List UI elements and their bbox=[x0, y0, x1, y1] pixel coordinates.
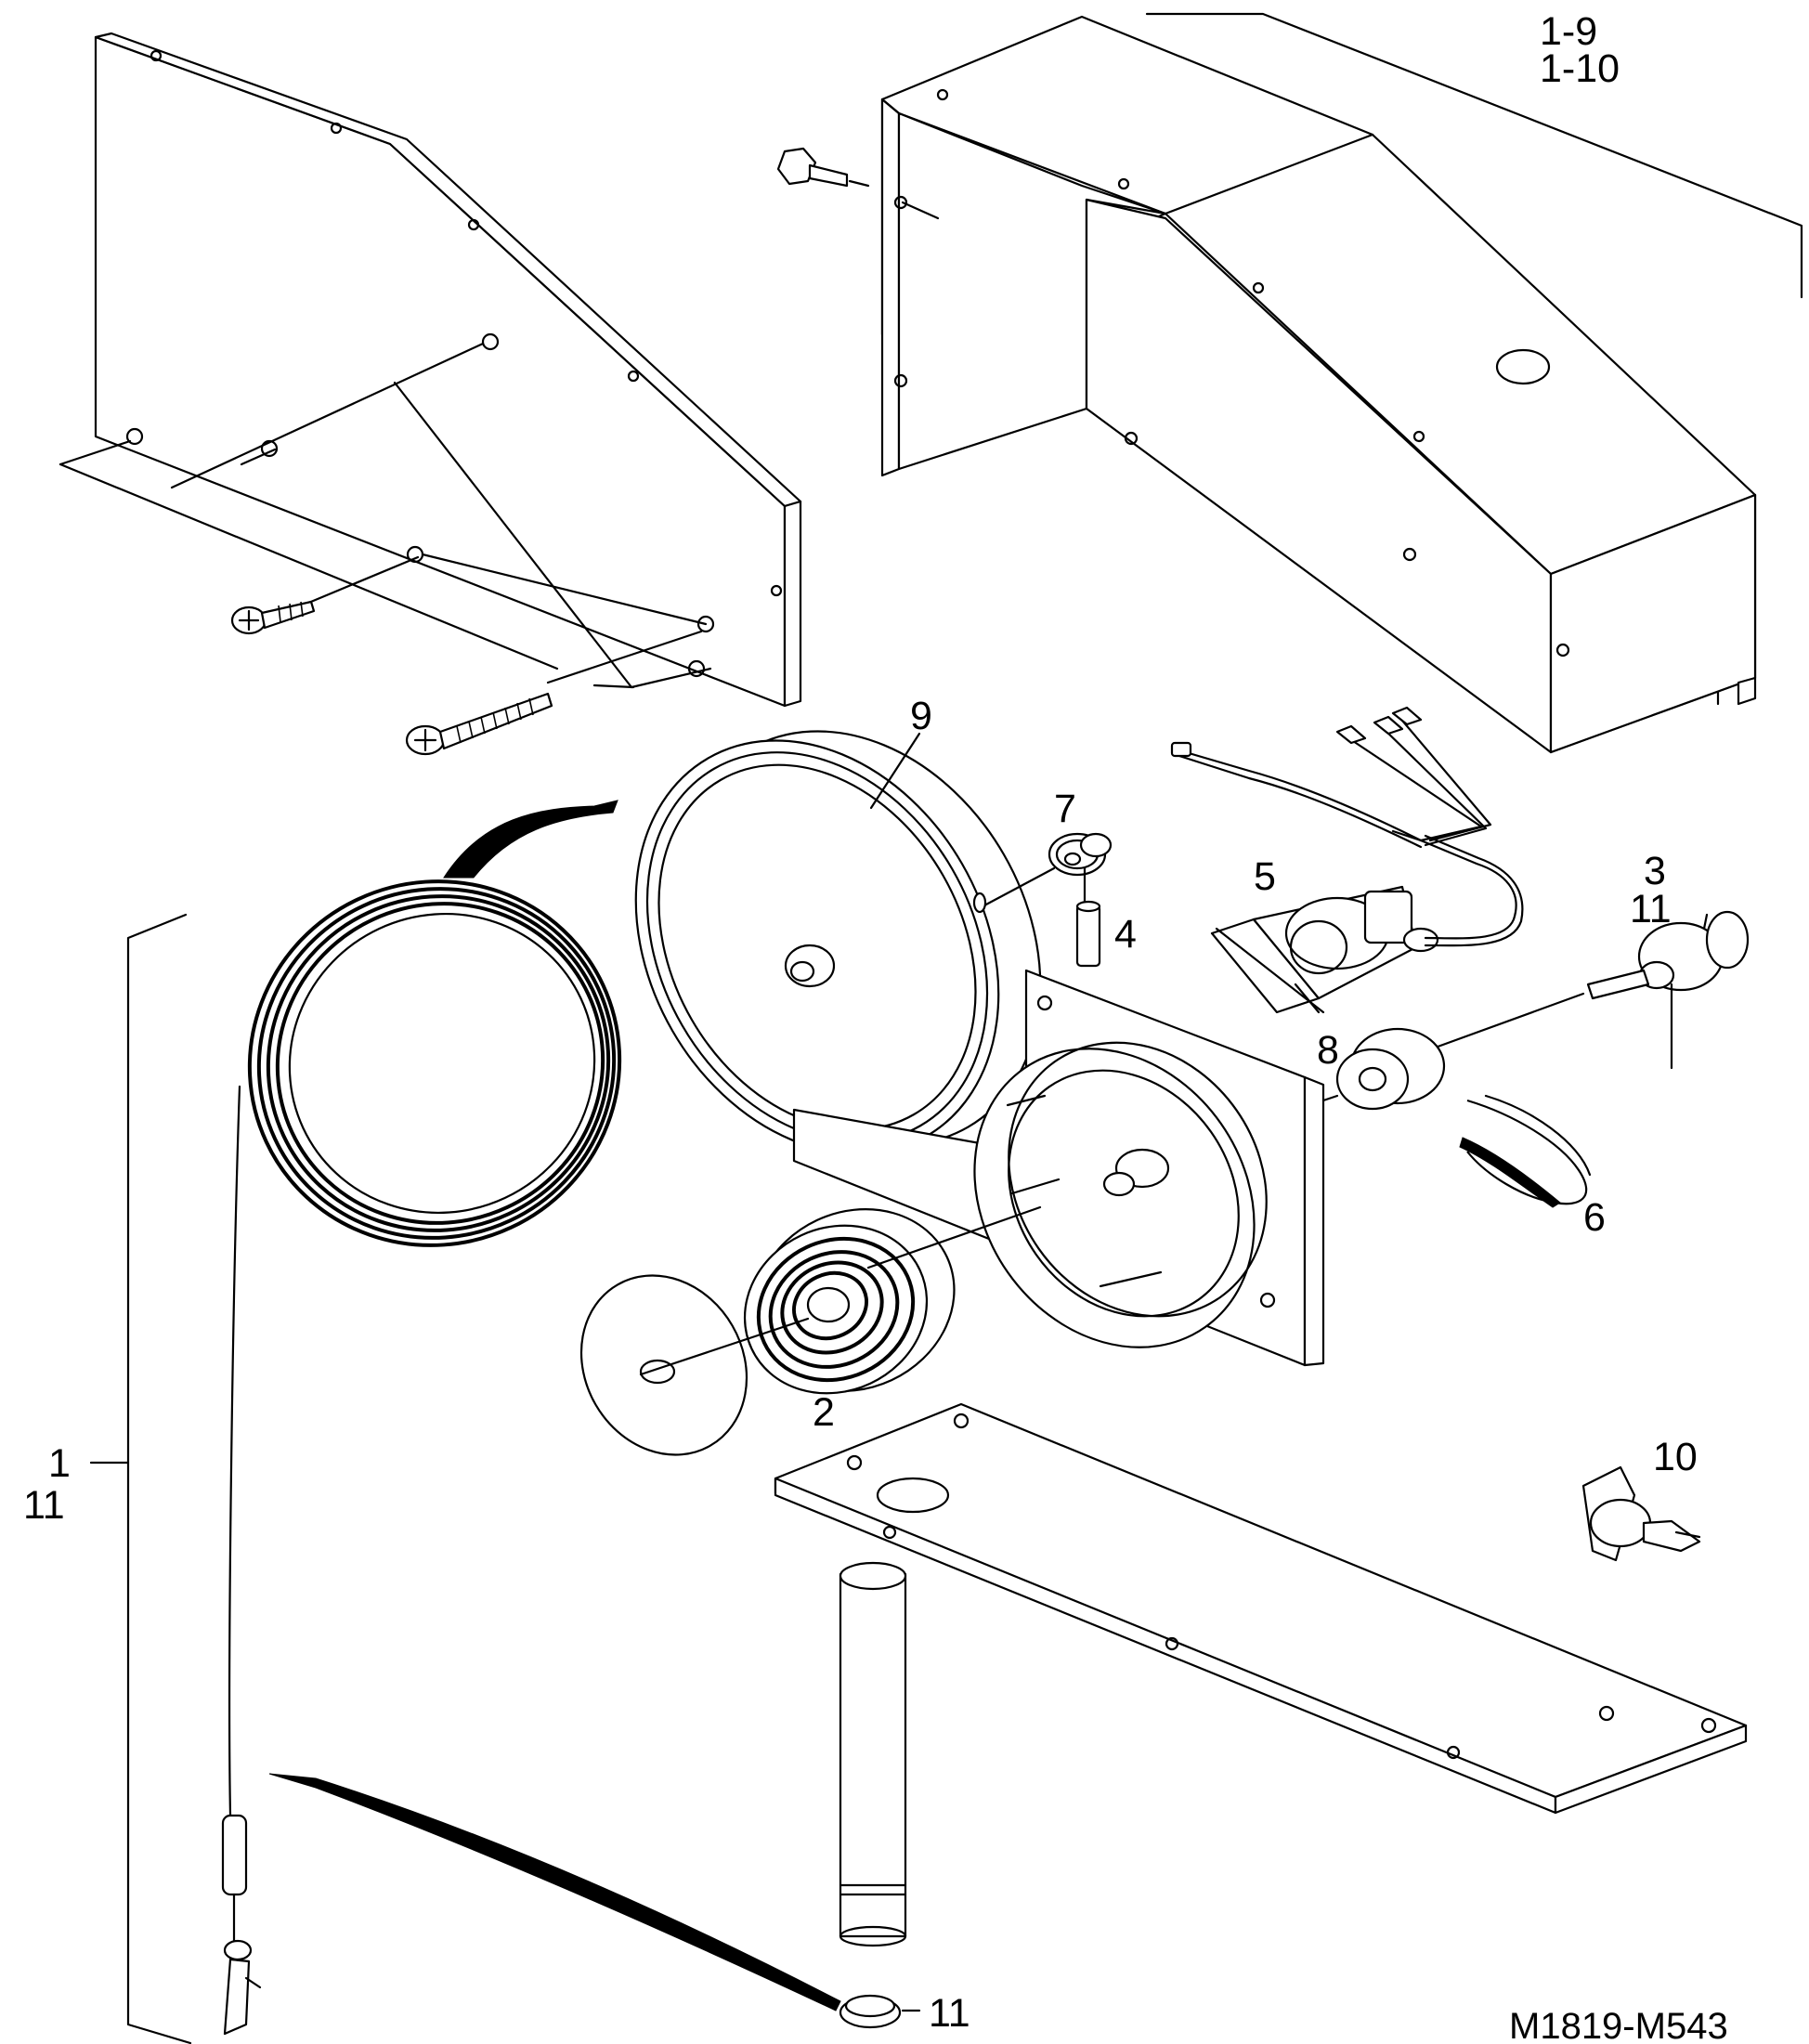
rotation-arrow-upper bbox=[443, 800, 618, 879]
top-cover-leader bbox=[1145, 12, 1803, 299]
drawing-reference: M1819-M543 bbox=[1509, 2006, 1728, 2044]
callout-4: 4 bbox=[1114, 912, 1137, 957]
vertical-post bbox=[839, 1561, 907, 1947]
callout-8: 8 bbox=[1317, 1028, 1339, 1073]
callout-1-9: 1-9 bbox=[1540, 9, 1597, 54]
cable-pulley-part-9 bbox=[634, 730, 1056, 1155]
motor-part-5 bbox=[1170, 706, 1524, 1014]
callout-1: 1 bbox=[48, 1441, 71, 1486]
toothed-belt-part-6 bbox=[1459, 1094, 1592, 1208]
thermal-switch-part-10 bbox=[1581, 1465, 1701, 1562]
callout-11-left: 11 bbox=[23, 1483, 65, 1528]
left-leader-bracket bbox=[89, 913, 192, 2044]
callout-3: 3 bbox=[1644, 849, 1666, 893]
spacer-part-4 bbox=[1075, 866, 1101, 968]
callout-1-10: 1-10 bbox=[1540, 46, 1620, 91]
base-plate bbox=[774, 1402, 1748, 1815]
potentiometer-part-3 bbox=[1428, 910, 1750, 1070]
spring-housing-ring bbox=[973, 1041, 1268, 1348]
cable-coil bbox=[247, 879, 622, 1247]
left-panel-assembly-lines bbox=[170, 342, 712, 689]
callout-7: 7 bbox=[1054, 787, 1076, 831]
left-side-panel bbox=[59, 32, 802, 708]
long-screw bbox=[405, 692, 553, 756]
short-screw bbox=[230, 600, 316, 635]
leader-9 bbox=[869, 732, 921, 810]
spiral-spring-part-2 bbox=[743, 1205, 1042, 1395]
callout-6: 6 bbox=[1583, 1195, 1606, 1240]
gear-part-8 bbox=[1321, 1027, 1446, 1111]
top-cover-housing bbox=[880, 15, 1757, 754]
spring-cover-disc bbox=[579, 1274, 810, 1456]
rotation-arrow-lower bbox=[268, 1773, 841, 2011]
gear-part-7 bbox=[1048, 832, 1113, 877]
callout-11-top: 11 bbox=[1630, 887, 1672, 931]
callout-9: 9 bbox=[910, 694, 932, 738]
callout-2: 2 bbox=[813, 1390, 835, 1435]
cover-hex-bolt bbox=[776, 147, 940, 220]
cable-with-weight bbox=[221, 1085, 262, 2036]
callout-10: 10 bbox=[1653, 1435, 1698, 1479]
callout-5: 5 bbox=[1254, 854, 1276, 899]
callout-11-bottom: 11 bbox=[929, 1991, 970, 2036]
end-cap-part-11 bbox=[839, 1994, 902, 2029]
